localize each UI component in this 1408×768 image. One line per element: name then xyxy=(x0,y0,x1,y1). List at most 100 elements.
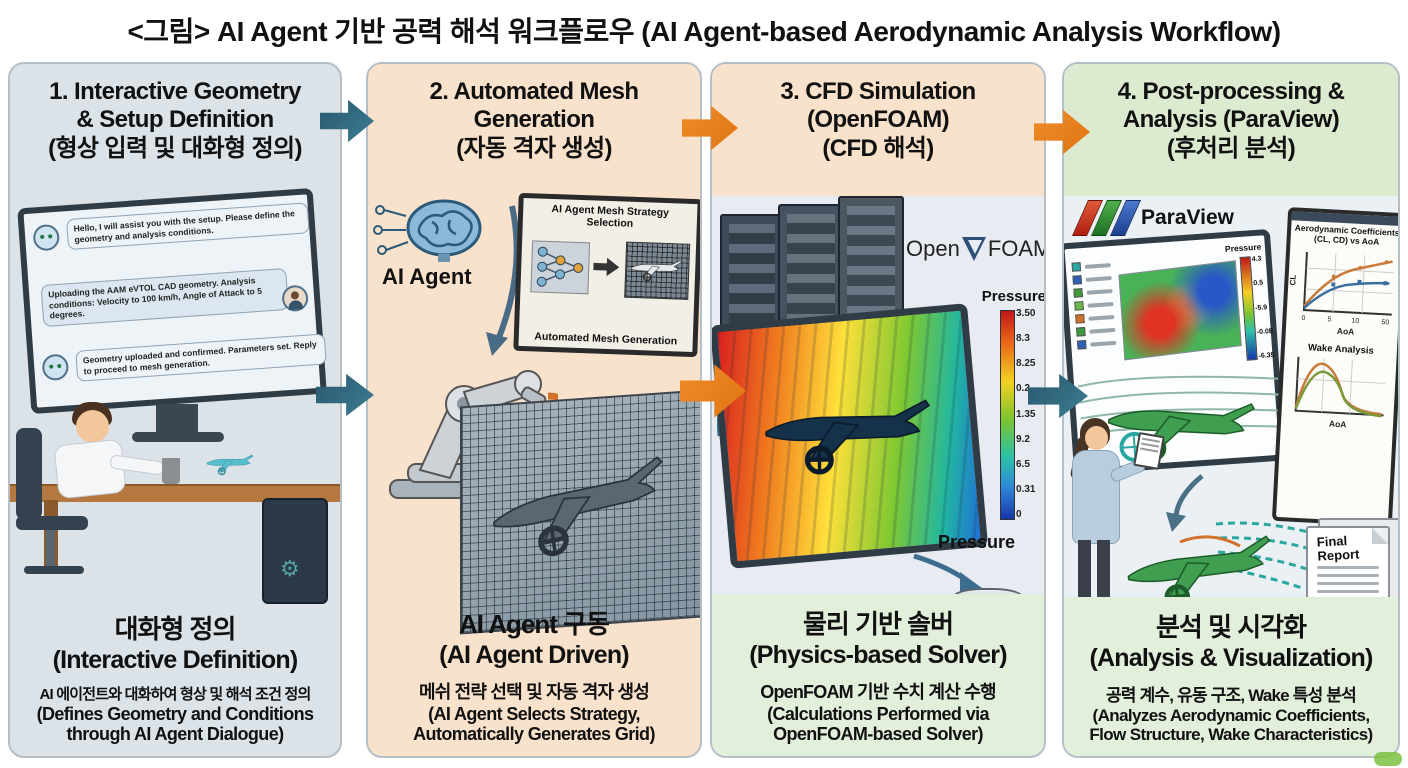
contour-plot xyxy=(1118,260,1242,361)
colorbar-tick: 6.5 xyxy=(1016,458,1030,470)
charts-panel: Aerodynamic Coefficients (CL, CD) vs AoA… xyxy=(1271,207,1398,527)
paraview-logo: ParaView xyxy=(1071,200,1235,236)
report-doc-label: Final Report xyxy=(1316,533,1360,564)
pc-tower: ⚙ xyxy=(262,498,328,604)
ai-brain-icon xyxy=(373,199,482,262)
colorbar-tick: -0.0E xyxy=(1256,327,1274,336)
watermark xyxy=(1374,752,1402,766)
caption-ko-desc: 공력 계수, 유동 구조, Wake 특성 분석 xyxy=(1105,685,1357,705)
caption-ko-title: AI Agent 구동 xyxy=(459,608,610,639)
colorbar-ticks: 3.50 8.3 8.25 0.2 1.35 9.2 6.5 0.31 0 xyxy=(1016,308,1035,520)
panel4-header: 4. Post-processing & Analysis (ParaView)… xyxy=(1064,64,1398,196)
neural-net-icon xyxy=(530,240,591,295)
cfd-monitor xyxy=(712,303,989,569)
colorbar-tick: 3.50 xyxy=(1016,308,1036,319)
caption-en-desc: (Defines Geometry and Conditions through… xyxy=(36,703,314,744)
chair-back xyxy=(16,428,42,520)
inset-arrow-icon xyxy=(593,256,620,277)
analyst-leg xyxy=(1097,540,1110,602)
chair-pole xyxy=(46,530,55,568)
colorbar-tick: 0.5 xyxy=(1253,279,1264,288)
chat-message-ai: Hello, I will assist you with the setup.… xyxy=(66,202,310,251)
mesh-strategy-screen: AI Agent Mesh Strategy Selection Au xyxy=(513,192,700,358)
panel-cfd-simulation: 3. CFD Simulation (OpenFOAM) (CFD 해석) Op… xyxy=(710,62,1046,758)
to-database-arrow-icon xyxy=(913,553,982,592)
user-avatar-icon xyxy=(281,284,309,313)
panel1-header: 1. Interactive Geometry & Setup Definiti… xyxy=(48,78,302,162)
panel-mesh-generation: 2. Automated Mesh Generation (자동 격자 생성) … xyxy=(366,62,702,758)
caption-en-desc: (Calculations Performed via OpenFOAM-bas… xyxy=(767,703,989,744)
pencil-cup xyxy=(162,458,180,484)
caption-en-title: (Interactive Definition) xyxy=(52,645,299,674)
colorbar-tick: 0 xyxy=(1016,509,1022,520)
panel1-caption: 대화형 정의 (Interactive Definition) AI 에이전트와… xyxy=(10,599,340,756)
chair-seat xyxy=(16,516,88,530)
panel-postprocessing: 4. Post-processing & Analysis (ParaView)… xyxy=(1062,62,1400,758)
person-head xyxy=(76,410,109,443)
cfd-aircraft-icon xyxy=(762,392,933,477)
colorbar-tick: 0.31 xyxy=(1016,483,1036,495)
chair-base xyxy=(24,566,84,574)
wake-chart-xlabel: AoA xyxy=(1329,418,1347,429)
caption-en-title: (Physics-based Solver) xyxy=(749,640,1007,669)
caption-ko-desc: 메쉬 전략 선택 및 자동 격자 생성 xyxy=(418,681,650,702)
inset-mesh-tile xyxy=(624,241,691,300)
panel4-caption: 분석 및 시각화 (Analysis & Visualization) 공력 계… xyxy=(1064,596,1398,756)
aero-coefficients-chart: CL 0 5 10 50 AoA xyxy=(1288,251,1395,336)
panel2-illustration: AI Agent AI Agent Mesh Strategy Selectio… xyxy=(368,192,700,654)
analyst-leg xyxy=(1078,540,1091,602)
gear-icon: ⚙ xyxy=(280,556,300,581)
caption-en-title: (AI Agent Driven) xyxy=(439,640,629,669)
caption-ko-title: 대화형 정의 xyxy=(114,613,237,644)
analyst-head xyxy=(1085,426,1108,450)
mini-colorbar-title: Pressure xyxy=(1224,241,1262,255)
wake-analysis-chart: AoA xyxy=(1294,356,1386,429)
colorbar-tick: 4.3 xyxy=(1251,255,1262,264)
panel2-caption: AI Agent 구동 (AI Agent Driven) 메쉬 전략 선택 및… xyxy=(368,594,700,756)
panel3-illustration: Open FOAM Pressure 3. xyxy=(712,196,1046,679)
pipeline-legend xyxy=(1071,260,1117,353)
panel-interactive-geometry: 1. Interactive Geometry & Setup Definiti… xyxy=(8,62,342,758)
chat-message-user: Uploading the AAM eVTOL CAD geometry. An… xyxy=(40,267,289,327)
panel1-illustration: Hello, I will assist you with the setup.… xyxy=(10,187,340,654)
monitor-base xyxy=(132,432,224,442)
monitor-stand xyxy=(156,404,198,434)
pressure-colorbar xyxy=(1000,310,1015,520)
x-tick: 50 xyxy=(1381,319,1389,326)
x-tick: 0 xyxy=(1301,314,1305,321)
hologram-plane-icon xyxy=(206,452,254,476)
openfoam-logo-text: Open xyxy=(906,236,960,261)
pressure-label: Pressure xyxy=(938,532,1016,552)
colorbar-tick: -5.9 xyxy=(1254,303,1268,312)
caption-en-desc: (Analyzes Aerodynamic Coefficients, Flow… xyxy=(1089,705,1373,744)
colorbar-tick: 8.3 xyxy=(1016,333,1030,345)
meshed-aircraft-icon xyxy=(485,446,675,570)
colorbar-tick: 0.2 xyxy=(1016,383,1030,395)
panel3-caption: 물리 기반 솔버 (Physics-based Solver) OpenFOAM… xyxy=(712,593,1044,756)
ai-avatar-icon xyxy=(41,353,70,382)
paraview-label: ParaView xyxy=(1141,206,1235,229)
ai-avatar-icon xyxy=(32,223,61,252)
chat-monitor: Hello, I will assist you with the setup.… xyxy=(17,187,327,415)
analyst-coat xyxy=(1072,450,1120,544)
panel2-header: 2. Automated Mesh Generation (자동 격자 생성) xyxy=(429,78,640,162)
panel4-illustration: ParaView Pressure 4.3 0.5 xyxy=(1064,196,1398,663)
aero-chart-xlabel: AoA xyxy=(1337,325,1355,336)
colorbar-title: Pressure xyxy=(981,288,1046,305)
ai-agent-label: AI Agent xyxy=(382,264,472,289)
openfoam-logo-text: FOAM xyxy=(987,236,1046,261)
doc-fold-icon xyxy=(1372,528,1388,544)
caption-en-title: (Analysis & Visualization) xyxy=(1089,643,1374,672)
colorbar-tick: 9.2 xyxy=(1016,433,1030,445)
panel3-header: 3. CFD Simulation (OpenFOAM) (CFD 해석) xyxy=(712,64,1044,196)
caption-ko-desc: AI 에이전트와 대화하여 형상 및 해석 조건 정의 xyxy=(39,685,312,703)
caption-ko-title: 물리 기반 솔버 xyxy=(803,608,954,639)
openfoam-logo: Open FOAM xyxy=(906,236,1046,262)
caption-ko-title: 분석 및 시각화 xyxy=(1156,611,1307,642)
caption-ko-desc: OpenFOAM 기반 수치 계산 수행 xyxy=(760,681,996,702)
x-tick: 5 xyxy=(1327,316,1331,323)
mesh-strategy-title: AI Agent Mesh Strategy Selection xyxy=(551,202,670,230)
chat-message-ai: Geometry uploaded and confirmed. Paramet… xyxy=(75,333,327,383)
diagram-title: <그림> AI Agent 기반 공력 해석 워크플로우 (AI Agent-b… xyxy=(127,16,1281,47)
